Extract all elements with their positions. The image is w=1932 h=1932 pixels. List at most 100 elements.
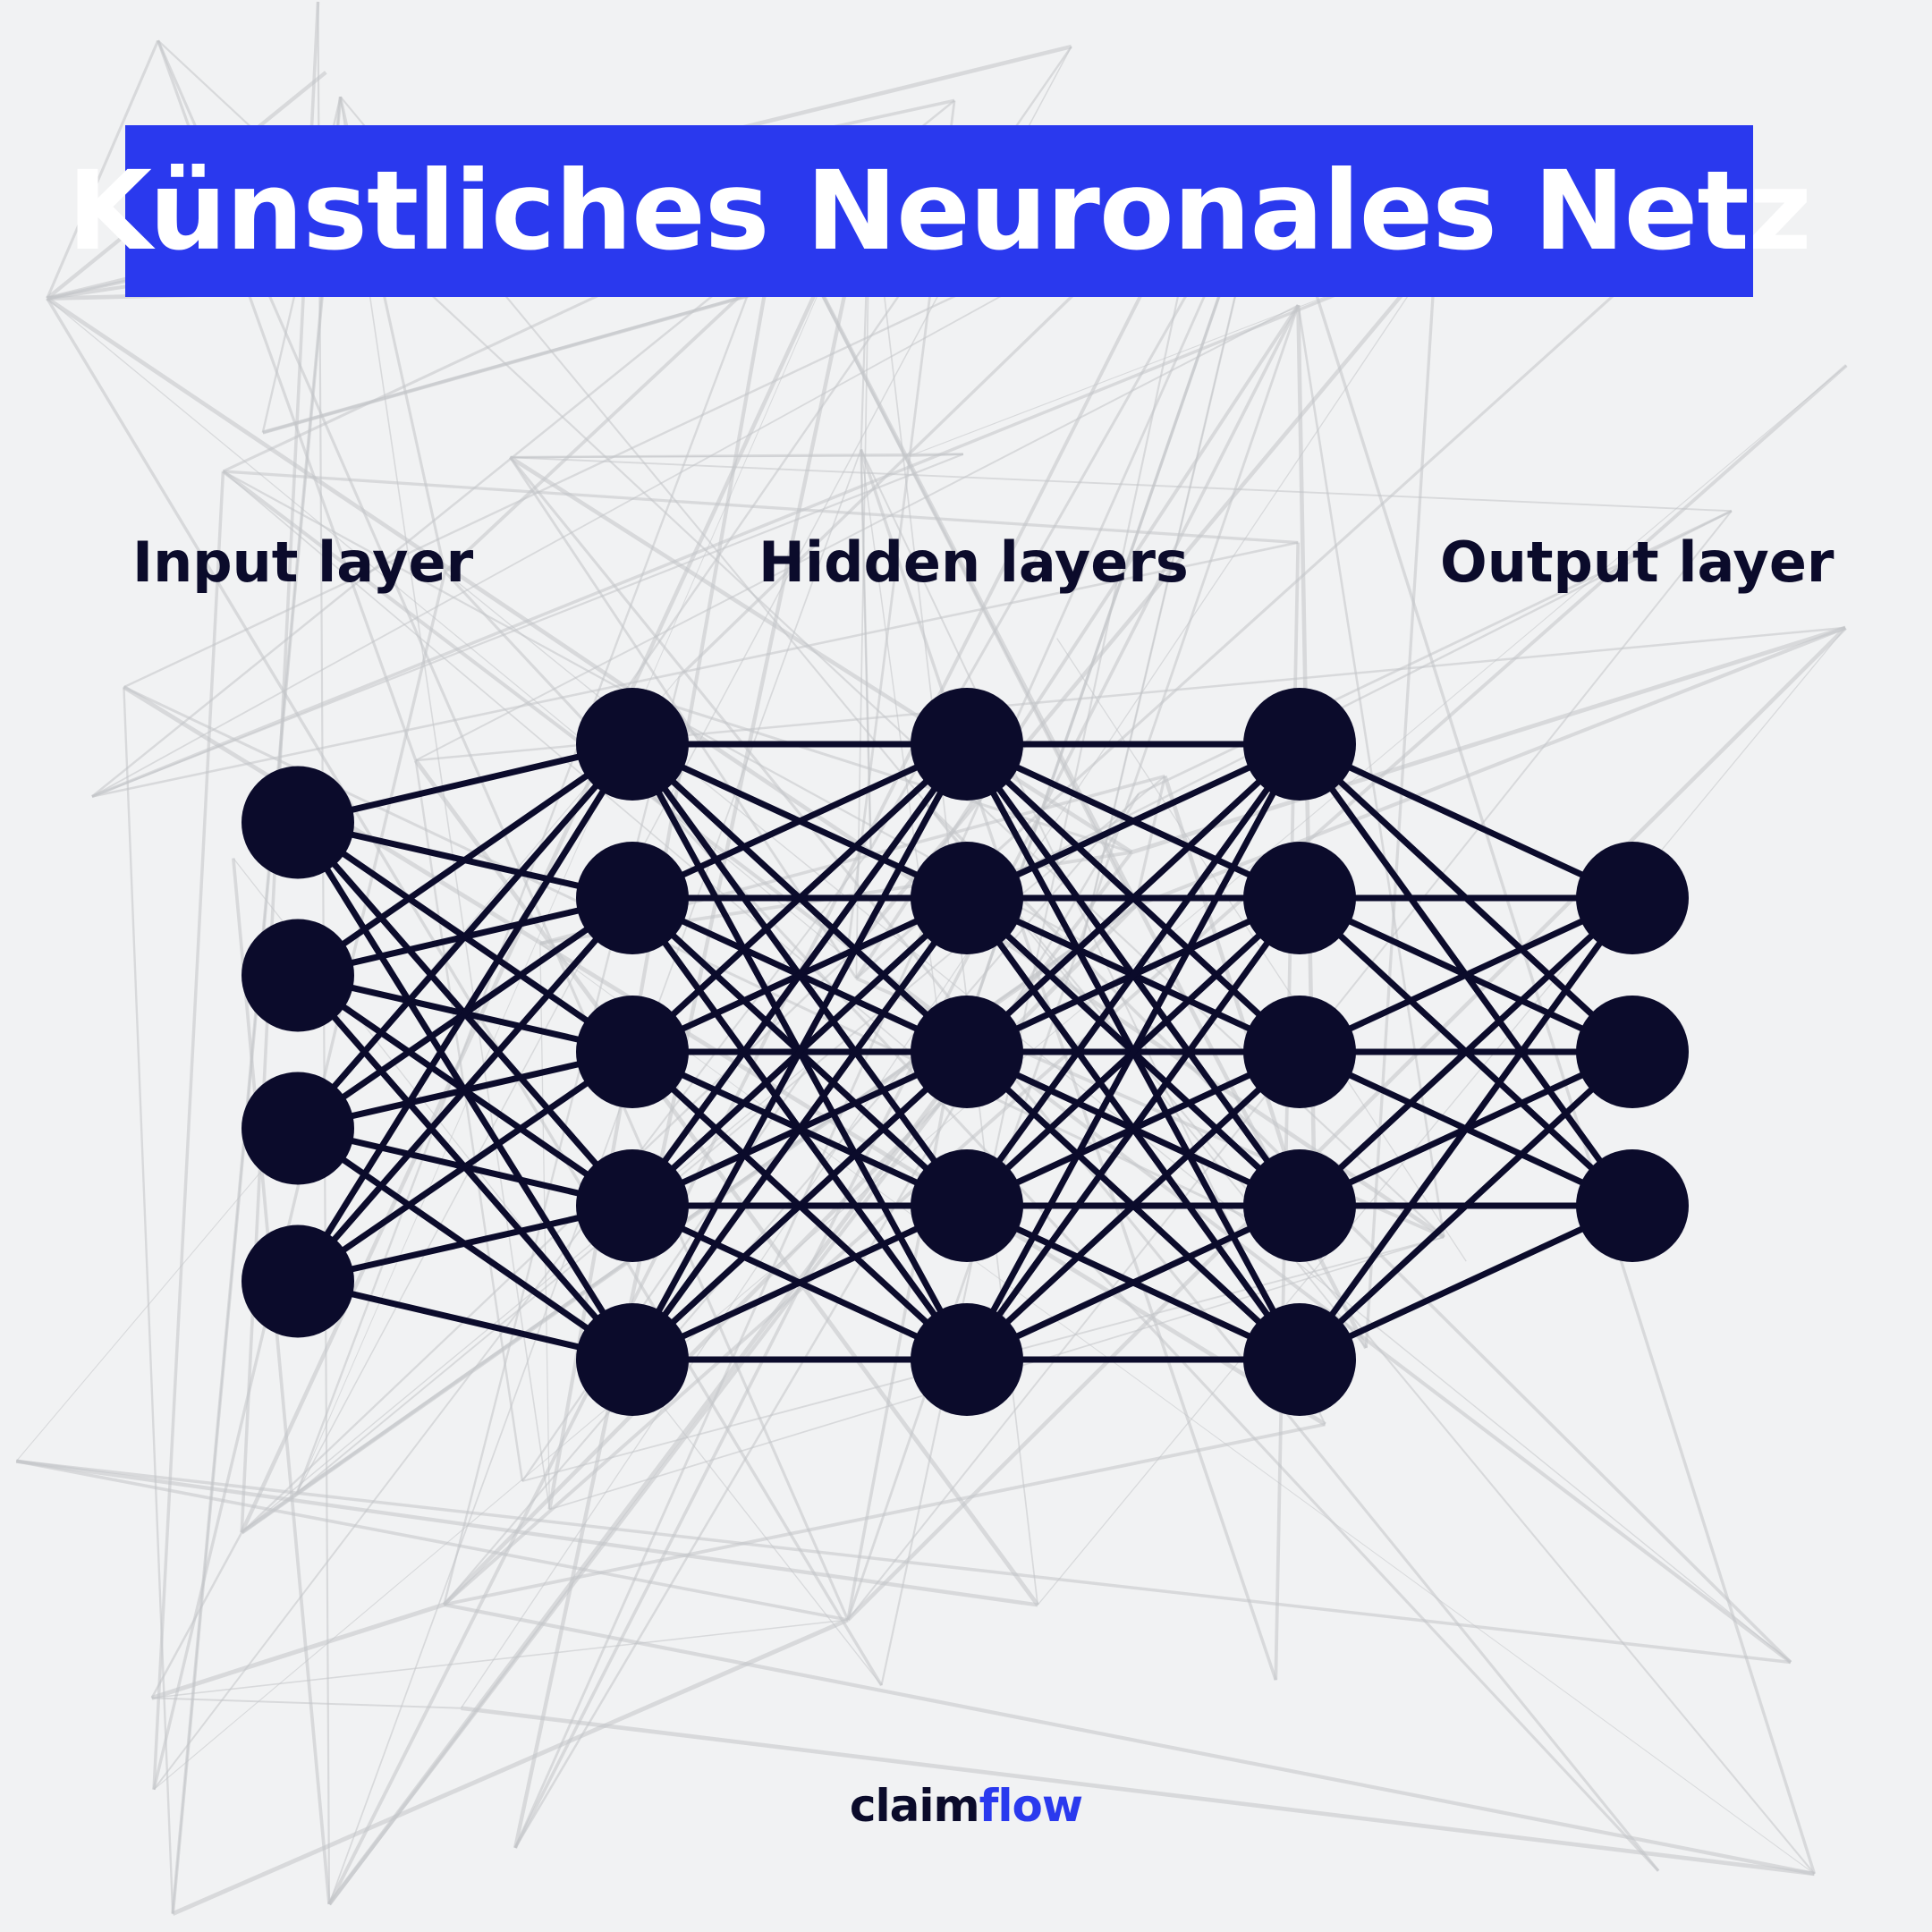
connection-edge bbox=[964, 741, 1302, 1208]
neuron-node bbox=[242, 919, 354, 1032]
background-line bbox=[47, 298, 848, 959]
connection-edge bbox=[630, 895, 970, 1362]
neuron-node bbox=[1576, 842, 1689, 954]
background-line bbox=[521, 1063, 811, 1482]
connection-edge bbox=[296, 741, 634, 979]
neuron-node bbox=[1243, 1149, 1356, 1262]
background-line bbox=[415, 304, 1299, 761]
logo-part-flow: flow bbox=[979, 1780, 1083, 1832]
background-line bbox=[443, 675, 681, 1606]
background-line bbox=[151, 1697, 462, 1709]
neuron-node bbox=[1243, 688, 1356, 801]
neuron-node bbox=[911, 842, 1023, 954]
background-line bbox=[513, 174, 872, 1849]
background-line bbox=[880, 166, 1207, 1686]
background-line bbox=[509, 456, 858, 979]
background-line bbox=[91, 541, 1299, 798]
background-line bbox=[232, 858, 331, 1905]
background-line bbox=[172, 1617, 849, 1916]
background-line bbox=[46, 39, 160, 300]
hidden-layers-label: Hidden layers bbox=[758, 530, 1189, 595]
layer-hidden-2 bbox=[911, 688, 1023, 1416]
background-line bbox=[1297, 305, 1445, 1238]
neuron-node bbox=[576, 996, 689, 1108]
layer-hidden-3 bbox=[1243, 688, 1356, 1416]
connection-edge bbox=[1298, 894, 1634, 1055]
background-line bbox=[509, 455, 1133, 854]
background-line bbox=[444, 1602, 1815, 1877]
connection-edge bbox=[1297, 1049, 1635, 1362]
layer-output bbox=[1576, 842, 1689, 1262]
connection-edge bbox=[630, 741, 970, 1055]
connection-edge bbox=[630, 741, 970, 1208]
neuron-node bbox=[911, 1149, 1023, 1262]
connection-edge bbox=[1297, 895, 1635, 1208]
title-banner: Künstliches Neuronales Netz bbox=[67, 125, 1812, 297]
claimflow-logo: claimflow bbox=[0, 1780, 1932, 1832]
background-line bbox=[860, 449, 872, 849]
connection-edge bbox=[295, 742, 635, 1284]
background-line bbox=[443, 364, 1848, 1606]
connection-edge bbox=[964, 741, 1302, 1055]
neuron-node bbox=[1243, 996, 1356, 1108]
connection-edge bbox=[1297, 895, 1635, 1362]
output-layer-label: Output layer bbox=[1440, 530, 1835, 595]
connection-edge bbox=[297, 1278, 633, 1363]
neuron-node bbox=[911, 996, 1023, 1108]
background-line bbox=[223, 470, 1299, 545]
neuron-node bbox=[576, 1303, 689, 1416]
background-line bbox=[339, 96, 1816, 1875]
connection-edge bbox=[295, 741, 635, 1131]
connection-edge bbox=[965, 1202, 1301, 1363]
background-line bbox=[151, 1619, 848, 1699]
background-line bbox=[152, 470, 225, 1790]
background-line bbox=[1133, 775, 1166, 907]
neuron-node bbox=[242, 1072, 354, 1185]
neuron-node bbox=[576, 842, 689, 954]
background-line bbox=[327, 1081, 950, 1906]
background-line bbox=[123, 687, 174, 1914]
neuron-node bbox=[576, 688, 689, 801]
background-line bbox=[46, 297, 883, 1687]
neuron-node bbox=[911, 1303, 1023, 1416]
background-line bbox=[296, 174, 871, 1494]
neuron-node bbox=[242, 766, 354, 879]
background-line bbox=[846, 304, 1300, 1621]
background-line bbox=[1134, 625, 1846, 909]
connection-edge bbox=[965, 741, 1301, 902]
connection-edge bbox=[630, 1049, 970, 1362]
connection-edge bbox=[295, 895, 635, 1284]
background-line bbox=[460, 254, 1436, 1709]
neuron-node bbox=[1243, 1303, 1356, 1416]
neuron-node bbox=[1576, 996, 1689, 1108]
layer-input bbox=[242, 766, 354, 1338]
neuron-node bbox=[576, 1149, 689, 1262]
background-line bbox=[1364, 254, 1437, 1349]
neuron-node bbox=[242, 1224, 354, 1338]
connection-edge bbox=[964, 895, 1302, 1362]
background-line bbox=[624, 689, 1132, 854]
background-line bbox=[461, 1706, 1815, 1877]
logo-part-claim: claim bbox=[849, 1780, 980, 1832]
connection-edge bbox=[629, 742, 970, 1361]
connection-edge bbox=[297, 1202, 633, 1284]
background-line bbox=[91, 253, 1436, 799]
neuron-node bbox=[911, 688, 1023, 801]
connection-edge bbox=[296, 1049, 634, 1284]
neuron-node bbox=[1243, 842, 1356, 954]
connection-edge bbox=[1298, 741, 1634, 902]
connections bbox=[295, 741, 1635, 1363]
connection-edge bbox=[964, 1049, 1302, 1362]
connection-edge bbox=[631, 1202, 969, 1363]
background-line bbox=[327, 165, 1208, 1905]
connection-edge bbox=[963, 742, 1303, 1361]
connection-edge bbox=[297, 741, 633, 826]
page-title: Künstliches Neuronales Netz bbox=[67, 148, 1811, 275]
background-line bbox=[510, 455, 910, 458]
neuron-node bbox=[1576, 1149, 1689, 1262]
background-line bbox=[150, 1602, 445, 1700]
layer-hidden-1 bbox=[576, 688, 689, 1416]
input-layer-label: Input layer bbox=[132, 530, 474, 595]
connection-edge bbox=[1298, 1202, 1634, 1363]
